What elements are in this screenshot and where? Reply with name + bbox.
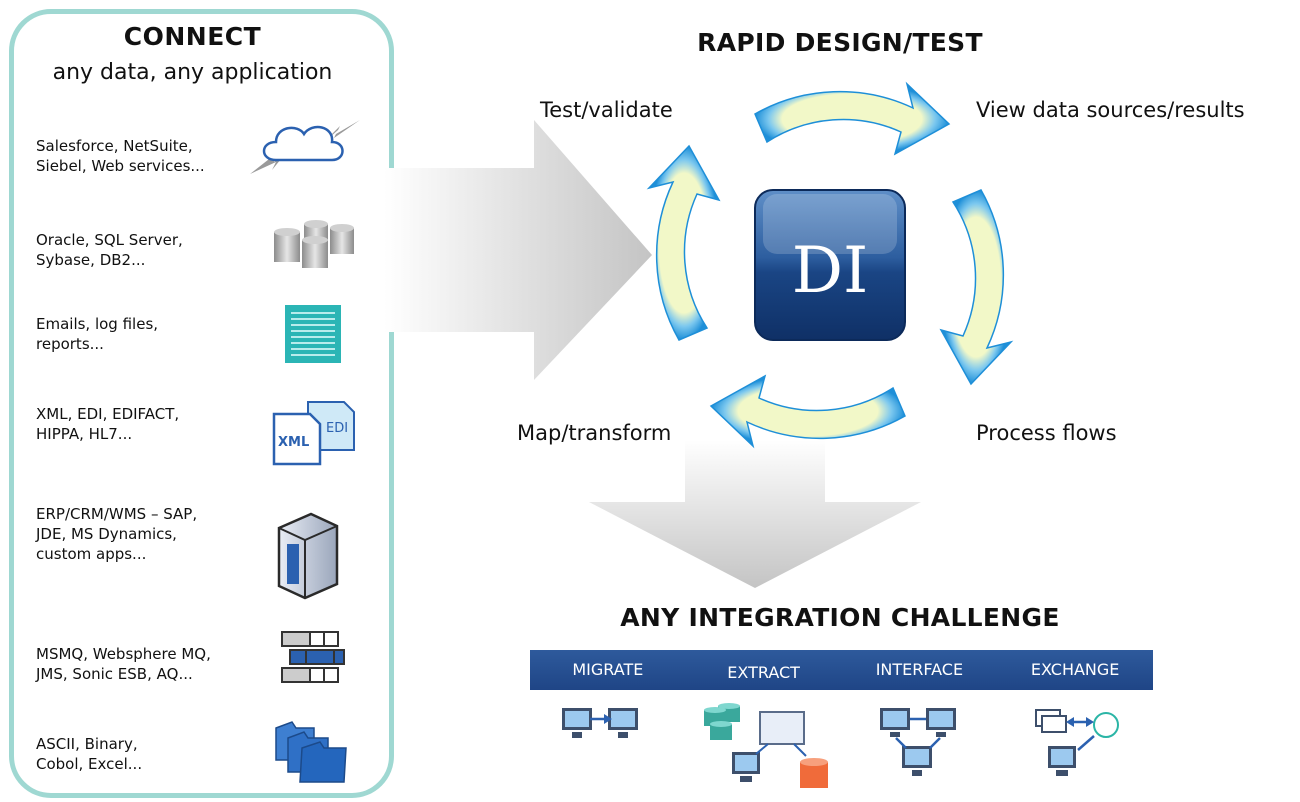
cycle-arrow-top (754, 81, 951, 156)
source-label-line: Siebel, Web services... (36, 157, 205, 175)
source-item-files: ASCII, Binary, Cobol, Excel... (36, 734, 266, 774)
source-item-saas: Salesforce, NetSuite, Siebel, Web servic… (36, 136, 266, 176)
source-label-line: reports... (36, 335, 104, 353)
folders-icon (275, 721, 347, 783)
queue-icon (281, 631, 345, 683)
challenge-tab-bar: MIGRATE EXTRACT INTERFACE EXCHANGE (530, 650, 1153, 690)
source-label-line: Oracle, SQL Server, (36, 231, 183, 249)
source-label-line: JDE, MS Dynamics, (36, 525, 177, 543)
source-label-line: Cobol, Excel... (36, 755, 143, 773)
step-view-data: View data sources/results (976, 98, 1245, 122)
xml-icon-text: XML (278, 435, 309, 450)
tab-interface: INTERFACE (875, 660, 964, 679)
edi-icon-text: EDI (326, 421, 348, 436)
source-item-erp: ERP/CRM/WMS – SAP, JDE, MS Dynamics, cus… (36, 504, 266, 564)
tab-exchange: EXCHANGE (1030, 660, 1120, 679)
design-title: RAPID DESIGN/TEST (697, 28, 983, 57)
source-item-reports: Emails, log files, reports... (36, 314, 266, 354)
interface-icon (880, 708, 956, 776)
source-label-line: XML, EDI, EDIFACT, (36, 405, 180, 423)
migrate-icon (562, 708, 638, 738)
tab-extract: EXTRACT (727, 663, 800, 682)
xml-edi-icon: EDI XML (272, 401, 355, 466)
source-item-database: Oracle, SQL Server, Sybase, DB2... (36, 230, 266, 270)
flow-arrow-right (384, 120, 652, 380)
cloud-icon (250, 120, 360, 174)
source-label-line: Salesforce, NetSuite, (36, 137, 193, 155)
source-label-line: ERP/CRM/WMS – SAP, (36, 505, 198, 523)
source-item-edi: XML, EDI, EDIFACT, HIPPA, HL7... (36, 404, 266, 444)
source-item-queue: MSMQ, Websphere MQ, JMS, Sonic ESB, AQ..… (36, 644, 266, 684)
database-icon (274, 220, 354, 268)
step-process-flows: Process flows (976, 421, 1117, 445)
source-label-line: custom apps... (36, 545, 147, 563)
source-label-line: Emails, log files, (36, 315, 159, 333)
source-label-line: JMS, Sonic ESB, AQ... (36, 665, 193, 683)
step-test-validate: Test/validate (540, 98, 673, 122)
source-label-line: MSMQ, Websphere MQ, (36, 645, 211, 663)
cycle-arrow-left (646, 144, 721, 341)
source-label-line: ASCII, Binary, (36, 735, 138, 753)
cycle-arrow-bottom (709, 374, 906, 449)
extract-icon (704, 703, 828, 788)
tab-migrate: MIGRATE (572, 660, 644, 679)
di-logo (754, 189, 906, 341)
source-label-line: Sybase, DB2... (36, 251, 146, 269)
source-label-line: HIPPA, HL7... (36, 425, 133, 443)
design-cycle: DI (646, 81, 1014, 449)
server-icon (277, 512, 339, 600)
challenge-title: ANY INTEGRATION CHALLENGE (620, 603, 1060, 632)
cycle-arrow-right (939, 189, 1014, 386)
di-logo-text: DI (792, 234, 869, 308)
report-icon (285, 305, 341, 363)
connect-title: CONNECT (123, 22, 262, 51)
step-map-transform: Map/transform (517, 421, 672, 445)
connect-subtitle: any data, any application (52, 60, 333, 85)
exchange-icon (1035, 709, 1119, 776)
flow-arrow-down (589, 440, 921, 588)
